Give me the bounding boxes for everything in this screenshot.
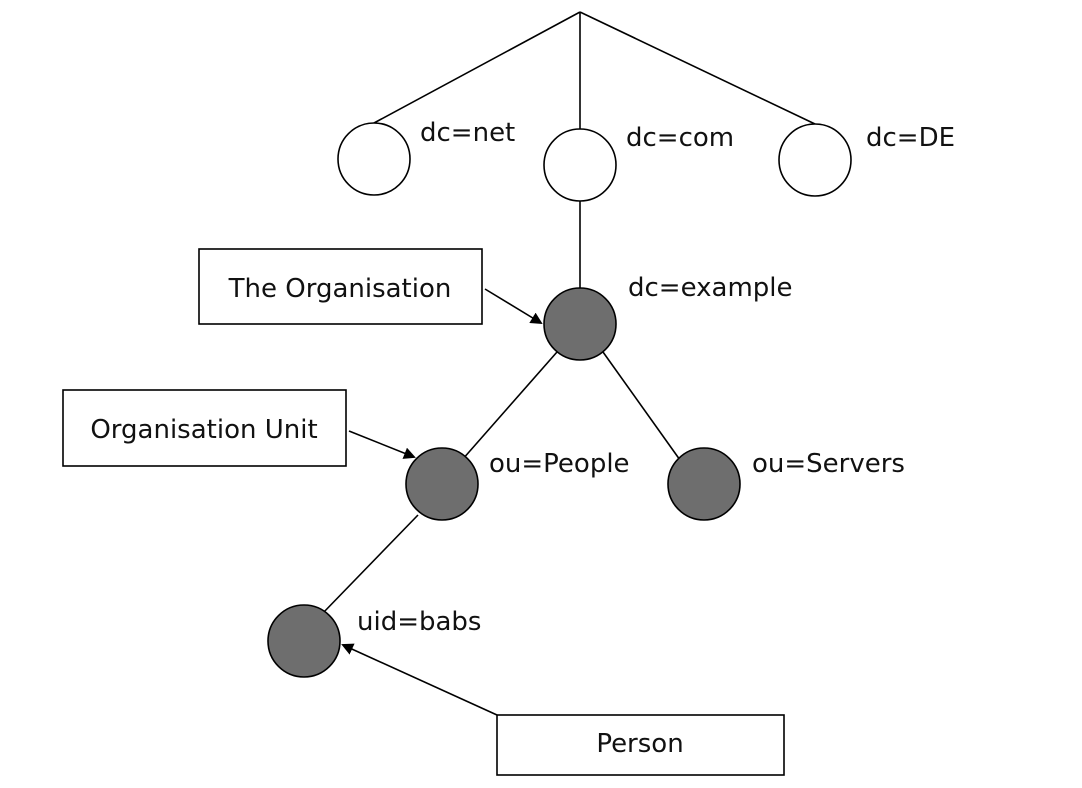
- label-babs: uid=babs: [357, 607, 481, 637]
- edge-root-net: [373, 11, 581, 124]
- node-de: [778, 123, 852, 197]
- callout-person-text: Person: [596, 729, 683, 759]
- callout-organisation-box: [198, 248, 483, 325]
- label-people: ou=People: [489, 449, 630, 479]
- node-people: [405, 447, 479, 521]
- callout-organisation-unit-text: Organisation Unit: [90, 415, 317, 445]
- label-net: dc=net: [420, 118, 515, 148]
- callout-organisation: The Organisation: [198, 248, 543, 325]
- edge-root-de: [579, 11, 816, 125]
- node-babs: [267, 604, 341, 678]
- edge-example-servers: [602, 351, 681, 461]
- label-de: dc=DE: [866, 123, 955, 153]
- edge-people-babs: [321, 514, 419, 615]
- label-servers: ou=Servers: [752, 449, 905, 479]
- callout-organisation-text: The Organisation: [228, 274, 452, 304]
- callout-person: Person: [341, 643, 785, 776]
- node-net: [337, 122, 411, 196]
- edge-example-people: [461, 351, 558, 461]
- label-example: dc=example: [628, 273, 793, 303]
- node-example: [543, 287, 617, 361]
- callout-person-box: [496, 714, 785, 776]
- node-servers: [667, 447, 741, 521]
- node-com: [543, 128, 617, 202]
- callout-person-arrow: [341, 643, 498, 716]
- callout-organisation-unit: Organisation Unit: [62, 389, 416, 467]
- label-com: dc=com: [626, 123, 734, 153]
- callout-organisation-unit-arrow: [348, 430, 416, 459]
- callout-organisation-arrow: [484, 288, 543, 325]
- callout-organisation-unit-box: [62, 389, 347, 467]
